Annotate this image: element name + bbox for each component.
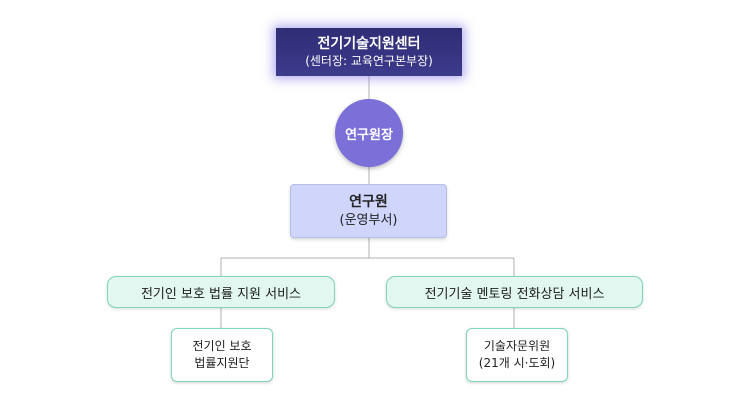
- center-title: 전기기술지원센터: [317, 35, 421, 52]
- director-label: 연구원장: [345, 127, 393, 143]
- center-box: 전기기술지원센터 (센터장: 교육연구본부장): [276, 28, 462, 76]
- advisory-unit-line1: 기술자문위원: [483, 339, 551, 353]
- mentoring-service-label: 전기기술 멘토링 전화상담 서비스: [424, 286, 605, 302]
- operating-dept-box: 연구원 (운영부서): [290, 184, 447, 238]
- dept-subtitle: (운영부서): [339, 212, 398, 228]
- advisory-unit-line2: (21개 시·도회): [478, 356, 556, 370]
- dept-title: 연구원: [349, 193, 388, 210]
- legal-unit-line1: 전기인 보호: [192, 339, 252, 353]
- director-node: 연구원장: [335, 99, 403, 167]
- legal-support-unit-box: 전기인 보호 법률지원단: [171, 328, 273, 382]
- legal-support-service-label: 전기인 보호 법률 지원 서비스: [140, 286, 302, 302]
- legal-support-service-box: 전기인 보호 법률 지원 서비스: [107, 276, 335, 308]
- advisory-committee-box: 기술자문위원 (21개 시·도회): [466, 328, 568, 382]
- legal-unit-line2: 법률지원단: [194, 356, 250, 370]
- mentoring-service-box: 전기기술 멘토링 전화상담 서비스: [386, 276, 643, 308]
- center-subtitle: (센터장: 교육연구본부장): [305, 53, 433, 68]
